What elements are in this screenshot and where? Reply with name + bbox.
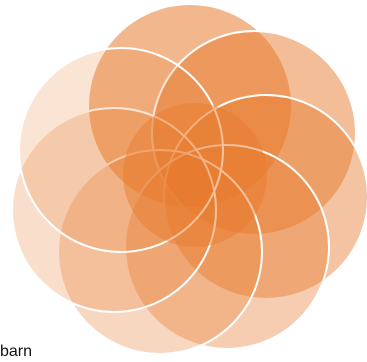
caption-text: barn xyxy=(0,342,32,362)
circle-center xyxy=(123,103,267,247)
